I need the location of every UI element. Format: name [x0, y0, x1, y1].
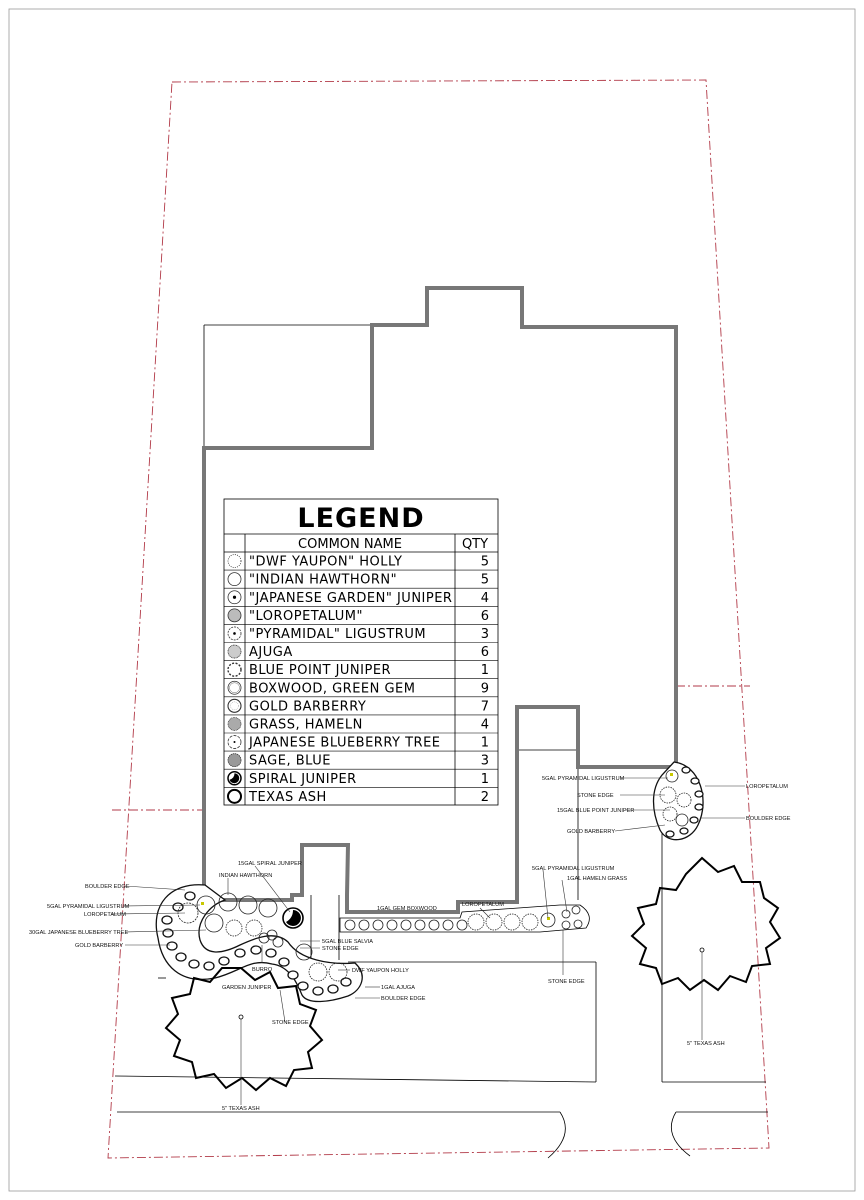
legend-symbol-scribble-circle	[227, 644, 242, 659]
label-indian-hawthorn: INDIAN HAWTHORN	[219, 873, 272, 879]
legend-row-name: GOLD BARBERRY	[249, 699, 366, 714]
legend-row-qty: 4	[481, 591, 489, 606]
legend-row-qty: 5	[481, 555, 489, 570]
label-gem-boxwood: 1GAL GEM BOXWOOD	[377, 906, 437, 912]
legend-row-name: SAGE, BLUE	[249, 754, 331, 769]
legend-table: LEGEND COMMON NAME QTY "DWF YAUPON" HOLL…	[223, 498, 499, 806]
house-outline	[202, 286, 678, 914]
boulder-stones-left	[161, 891, 352, 996]
left-planting-bed	[155, 884, 363, 1003]
label-blue-point-juniper: 15GAL BLUE POINT JUNIPER	[557, 808, 634, 814]
legend-row-qty: 3	[481, 754, 489, 769]
label-loropetalum-mid: LOROPETALUM	[462, 902, 504, 908]
legend-row-name: "DWF YAUPON" HOLLY	[249, 555, 402, 570]
legend-rows: "DWF YAUPON" HOLLY 5 "INDIAN HAWTHORN" 5 "JA…	[224, 554, 498, 805]
legend-symbol-plain-circle	[227, 572, 242, 587]
legend-symbol-spiral-circle	[227, 771, 242, 786]
legend-row-qty: 5	[481, 573, 489, 588]
sheet-border	[8, 8, 856, 1192]
label-stone-edge-center: STONE EDGE	[548, 979, 585, 985]
label-spiral-juniper: 15GAL SPIRAL JUNIPER	[238, 861, 302, 867]
label-texas-ash-right: 5" TEXAS ASH	[687, 1041, 725, 1047]
legend-symbol-hatched-circle	[227, 608, 242, 623]
label-pyramidal-ligustrum-left: 5GAL PYRAMIDAL LIGUSTRUM	[47, 904, 130, 910]
label-gold-barberry-left: GOLD BARBERRY	[75, 943, 123, 949]
label-burro: BURRO	[252, 967, 273, 973]
texas-ash-tree-right	[630, 856, 782, 992]
legend-row-name: BLUE POINT JUNIPER	[249, 663, 391, 678]
label-boulder-edge-right: BOULDER EDGE	[746, 816, 791, 822]
legend-row-qty: 2	[481, 790, 489, 805]
legend-symbol-star-circle	[227, 590, 242, 605]
legend-row-qty: 7	[481, 699, 489, 714]
legend-row-name: JAPANESE BLUEBERRY TREE	[248, 736, 441, 751]
plant-labels: LOROPETALUM 5GAL PYRAMIDAL LIGUSTRUM STO…	[29, 776, 791, 1112]
right-planting-bed	[652, 761, 704, 841]
label-pyramidal-ligustrum-right: 5GAL PYRAMIDAL LIGUSTRUM	[542, 776, 625, 782]
leader-lines	[111, 777, 745, 1023]
legend-row-name: "PYRAMIDAL" LIGUSTRUM	[249, 627, 426, 642]
legend-row-qty: 1	[481, 663, 489, 678]
legend-symbol-center-dot-circle	[227, 626, 242, 641]
walkway	[310, 895, 340, 960]
legend-row-qty: 1	[481, 736, 489, 751]
legend-row-name: "LOROPETALUM"	[249, 609, 363, 624]
legend-symbol-tree-circle	[227, 735, 242, 749]
left-bed-shrubs	[177, 892, 348, 982]
label-dwf-yaupon: DWF YAUPON HOLLY	[352, 968, 409, 974]
legend-symbol-spiky-circle	[227, 662, 242, 677]
boulder-edge-left	[155, 884, 363, 1003]
legend-row-qty: 9	[481, 681, 489, 696]
label-blue-salvia: 5GAL BLUE SALVIA	[322, 939, 373, 945]
label-texas-ash-left: 5" TEXAS ASH	[222, 1106, 260, 1112]
legend-row-name: "INDIAN HAWTHORN"	[249, 573, 397, 588]
legend-symbol-ring-circle	[227, 698, 242, 713]
label-boulder-edge-mid: BOULDER EDGE	[381, 996, 426, 1002]
texas-ash-tree-left	[164, 967, 324, 1092]
legend-col-name: COMMON NAME	[298, 537, 402, 552]
label-stone-edge-low: STONE EDGE	[272, 1020, 309, 1026]
legend-row-qty: 1	[481, 772, 489, 787]
legend-title: LEGEND	[297, 503, 424, 534]
label-garden-juniper: GARDEN JUNIPER	[222, 985, 271, 991]
legend-symbol-grass-circle	[227, 717, 242, 731]
label-hameln-grass: 1GAL HAMELN GRASS	[567, 876, 627, 882]
legend-row-name: AJUGA	[249, 645, 293, 660]
legend-symbol-dotted-circle	[227, 554, 242, 568]
property-line	[107, 79, 770, 1159]
label-pyramidal-ligustrum-mid: 5GAL PYRAMIDAL LIGUSTRUM	[532, 866, 615, 872]
legend-col-qty: QTY	[462, 537, 488, 552]
label-ajuga: 1GAL AJUGA	[381, 985, 415, 991]
legend-row-name: GRASS, HAMELN	[249, 717, 363, 732]
legend-row-name: TEXAS ASH	[248, 790, 327, 805]
legend-row-name: SPIRAL JUNIPER	[249, 772, 357, 787]
legend-symbol-flower-circle	[227, 753, 242, 768]
label-japanese-blueberry: 30GAL JAPANESE BLUEBERRY TREE	[29, 930, 128, 936]
label-stone-edge-right: STONE EDGE	[577, 793, 614, 799]
legend-row-qty: 3	[481, 627, 489, 642]
label-loropetalum-left: LOROPETALUM	[84, 912, 126, 918]
loropetalum-row	[467, 905, 583, 931]
label-boulder-edge-left: BOULDER EDGE	[85, 884, 130, 890]
boxwood-row	[344, 919, 468, 931]
legend-row-qty: 6	[481, 609, 489, 624]
boulder-edge-right	[652, 761, 704, 841]
legend-row-name: "JAPANESE GARDEN" JUNIPER	[249, 591, 452, 606]
legend-row-qty: 6	[481, 645, 489, 660]
legend-symbol-bold-circle	[227, 788, 242, 804]
legend-symbol-double-circle	[227, 680, 242, 695]
label-gold-barberry-right: GOLD BARBERRY	[567, 829, 615, 835]
front-boxwood-bed	[339, 904, 590, 933]
label-stone-edge-mid: STONE EDGE	[322, 946, 359, 952]
legend-row-name: BOXWOOD, GREEN GEM	[249, 681, 416, 696]
legend-row-qty: 4	[481, 717, 489, 732]
label-loropetalum-right: LOROPETALUM	[746, 784, 788, 790]
